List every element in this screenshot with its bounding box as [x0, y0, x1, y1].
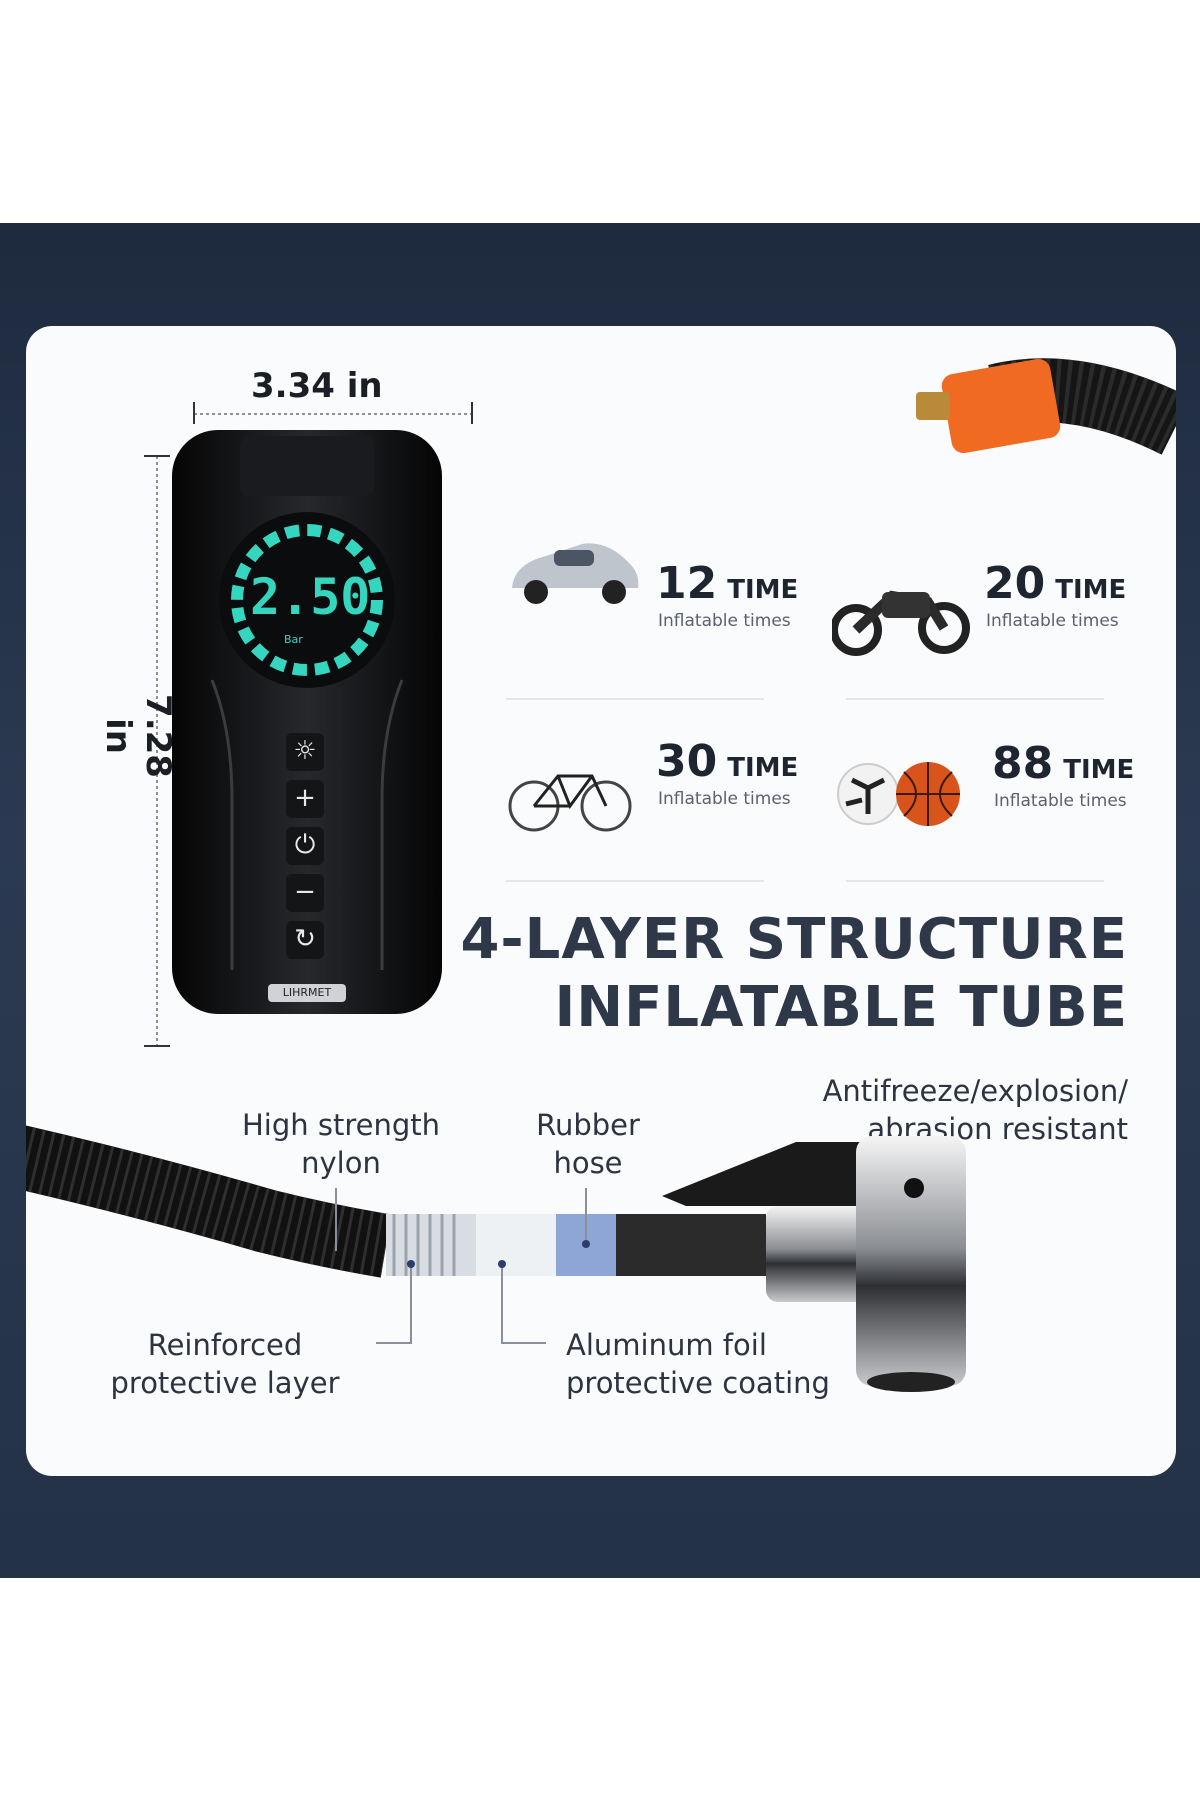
stat-bicycle: 30 TIME Inflatable times	[656, 736, 798, 809]
bicycle-icon	[508, 774, 632, 832]
minus-icon: −	[294, 877, 316, 907]
stats-divider-3	[506, 880, 764, 882]
power-button[interactable]: ⏻	[286, 827, 324, 865]
cycle-icon: ↻	[294, 924, 316, 954]
nylon-line-2: nylon	[301, 1146, 381, 1180]
stat-car-value: 12	[656, 558, 718, 609]
nylon-line-1: High strength	[241, 1108, 440, 1142]
stats-divider-1	[506, 698, 764, 700]
stat-bicycle-value: 30	[656, 736, 718, 787]
height-dimension-line	[144, 455, 170, 1047]
stat-car-unit: TIME	[727, 575, 799, 605]
foil-line-1: Aluminum foil	[566, 1328, 767, 1362]
stat-balls-sub: Inflatable times	[994, 791, 1127, 811]
stat-balls: 88 TIME Inflatable times	[992, 738, 1134, 811]
stats-divider-2	[846, 698, 1104, 700]
stat-motorcycle: 20 TIME Inflatable times	[984, 558, 1126, 631]
stat-motorcycle-value: 20	[984, 558, 1046, 609]
reinforced-label: Reinforced protective layer	[100, 1326, 350, 1402]
foil-label: Aluminum foil protective coating	[566, 1326, 866, 1402]
stat-bicycle-sub: Inflatable times	[658, 789, 791, 809]
stat-motorcycle-sub: Inflatable times	[986, 611, 1119, 631]
stat-motorcycle-unit: TIME	[1055, 575, 1127, 605]
width-dimension-line	[193, 402, 473, 424]
plus-icon: +	[294, 783, 316, 813]
stat-car-sub: Inflatable times	[658, 611, 791, 631]
structure-heading: 4-LAYER STRUCTURE INFLATABLE TUBE	[460, 906, 1128, 1042]
rubber-label: Rubber hose	[518, 1106, 658, 1182]
stat-balls-unit: TIME	[1063, 755, 1135, 785]
heading-line-2: INFLATABLE TUBE	[554, 975, 1128, 1040]
power-icon: ⏻	[294, 830, 316, 860]
rubber-line-1: Rubber	[536, 1108, 640, 1142]
rubber-line-2: hose	[553, 1146, 623, 1180]
stat-bicycle-unit: TIME	[727, 753, 799, 783]
width-dimension-label: 3.34 in	[251, 366, 383, 406]
balls-icon	[837, 762, 960, 826]
light-button[interactable]: ☼	[286, 733, 324, 771]
car-icon	[512, 543, 639, 604]
nylon-label: High strength nylon	[216, 1106, 466, 1182]
air-pump-device: 2.50 Bar ☼ + ⏻ − ↻ LIHRMET	[172, 430, 442, 1014]
reinforced-line-1: Reinforced	[147, 1328, 303, 1362]
decrease-button[interactable]: −	[286, 874, 324, 912]
product-card: 3.34 in 7.28 in	[26, 326, 1176, 1476]
hose-illustration	[26, 1125, 966, 1392]
mode-button[interactable]: ↻	[286, 921, 324, 959]
motorcycle-icon	[832, 590, 970, 656]
display-ring	[219, 512, 395, 688]
resistance-label: Antifreeze/explosion/ abrasion resistant	[823, 1072, 1128, 1148]
stats-divider-4	[846, 880, 1104, 882]
reinforced-line-2: protective layer	[110, 1366, 340, 1400]
stat-balls-value: 88	[992, 738, 1054, 789]
heading-line-1: 4-LAYER STRUCTURE	[460, 907, 1128, 972]
brand-plate: LIHRMET	[268, 984, 346, 1002]
resistance-line-1: Antifreeze/explosion/	[822, 1074, 1128, 1108]
foil-line-2: protective coating	[566, 1366, 830, 1400]
display-pressure-value: 2.50	[250, 568, 371, 626]
height-dimension-label: 7.28 in	[98, 694, 178, 778]
increase-button[interactable]: +	[286, 780, 324, 818]
display-unit: Bar	[284, 633, 303, 646]
hose-top-decoration	[916, 358, 1176, 455]
lightbulb-icon: ☼	[293, 736, 317, 766]
stat-car: 12 TIME Inflatable times	[656, 558, 798, 631]
